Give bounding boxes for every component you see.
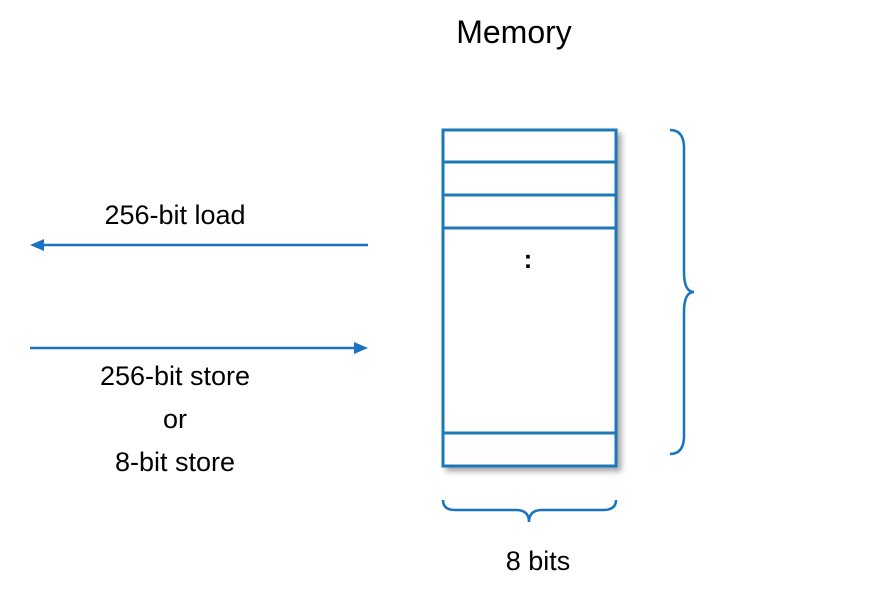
store-label-group: 256-bit store or 8-bit store (70, 363, 280, 492)
cell-width-label: 8 bits (505, 546, 571, 576)
memory-size-brace (669, 128, 695, 456)
store-label-line: 256-bit store (99, 361, 251, 391)
load-arrow (30, 239, 368, 251)
memory-block (441, 128, 618, 468)
load-label: 256-bit load (104, 200, 246, 230)
store-label-line: 8-bit store (114, 447, 236, 477)
memory-ellipsis: : (523, 244, 533, 274)
cell-width-brace (441, 499, 618, 523)
store-label-line: or (162, 404, 187, 434)
diagram-title: Memory (456, 14, 572, 50)
store-arrow (30, 342, 368, 354)
